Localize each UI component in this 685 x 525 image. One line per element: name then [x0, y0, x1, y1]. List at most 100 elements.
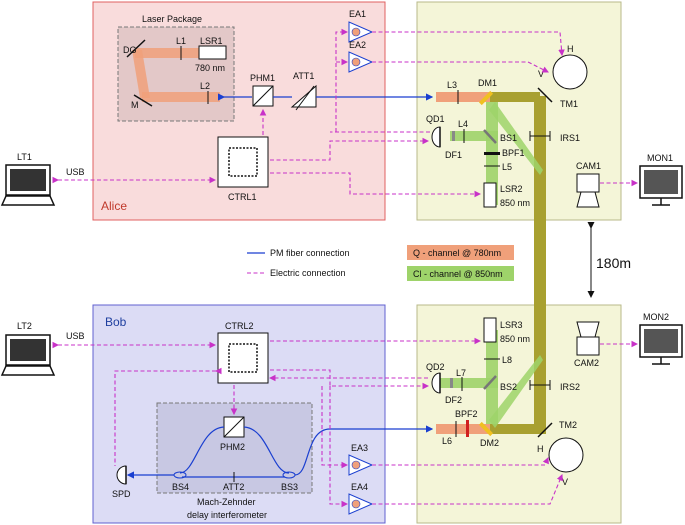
laser-lsr3: [483, 317, 497, 343]
wire-ctrl1-to-ea1: [335, 28, 349, 132]
alice-label: Alice: [101, 199, 127, 213]
wire-ea4-to-v2: [372, 473, 563, 505]
phm1-diagonal: [252, 85, 274, 107]
l1-label: L1: [176, 36, 186, 46]
lsr2-wavelength: 850 nm: [500, 198, 530, 208]
legend-cl-label: Cl - channel @ 850nm: [413, 269, 503, 279]
qd1-label: QD1: [426, 114, 445, 124]
camera-cam2: [576, 336, 600, 356]
lt1-label: LT1: [17, 152, 32, 162]
legend-cl-channel: [407, 266, 514, 281]
cl-channel-bottom: [486, 330, 498, 424]
ctrl2-label: CTRL2: [225, 321, 254, 331]
laser-lsr1: [198, 45, 227, 60]
h1-label: H: [567, 44, 574, 54]
bs2-label: BS2: [500, 382, 517, 392]
tm2-label: TM2: [559, 420, 577, 430]
v1-label: V: [538, 69, 544, 79]
laser-lsr2: [483, 182, 497, 208]
lsr1-wavelength: 780 nm: [195, 63, 225, 73]
laptop-lt1-display: [10, 169, 46, 191]
bpf1-label: BPF1: [502, 148, 525, 158]
laser-beam-lower: [142, 92, 220, 102]
ea4-icon: [351, 499, 361, 509]
filter-df2: [450, 378, 453, 388]
l3-label: L3: [447, 80, 457, 90]
controller-ctrl1: [217, 136, 269, 188]
q-channel-bottom: [436, 424, 490, 434]
beamsplitter-bs2: [483, 375, 497, 390]
cl-channel-h-bottom: [440, 378, 498, 388]
quadrant-detector-qd1: [431, 126, 441, 148]
wire-ctrl1-to-qd1: [270, 137, 430, 161]
ea3-icon: [351, 460, 361, 470]
phm2-label: PHM2: [220, 442, 245, 452]
amplifier-ea4: [348, 493, 374, 515]
monitor-mon2-display: [644, 329, 678, 353]
l5-label: L5: [502, 162, 512, 172]
dm2-label: DM2: [480, 438, 499, 448]
lsr3-label: LSR3: [500, 320, 523, 330]
wire-ctrl2-to-spd: [114, 367, 222, 466]
detector-spd: [116, 465, 127, 485]
bs4-label: BS4: [172, 482, 189, 492]
diffraction-grating: [126, 39, 146, 58]
camera-cam2-lens: [576, 321, 600, 338]
laptop-lt1-base: [0, 195, 56, 206]
cl-channel-diagonal: [489, 102, 543, 175]
q-channel-top: [436, 92, 490, 102]
legend-fiber-label: PM fiber connection: [270, 248, 350, 258]
bob-label: Bob: [105, 315, 127, 329]
wire-ea3-to-h2: [372, 456, 549, 466]
wire-ea1-to-h1: [372, 31, 565, 57]
l7-label: L7: [456, 368, 466, 378]
wire-ea2-to-v1: [372, 61, 549, 73]
cl-channel-diag-bottom: [489, 355, 543, 428]
bs3-label: BS3: [281, 482, 298, 492]
amplifier-ea2: [348, 51, 374, 73]
df2-label: DF2: [445, 395, 462, 405]
camera-cam1-lens: [576, 191, 600, 208]
h2-label: H: [537, 444, 544, 454]
wire-ctrl2-to-ea3: [321, 386, 349, 469]
ctrl2-chip: [228, 343, 258, 373]
combined-beam-bottom: [490, 424, 546, 434]
combined-beam-top: [490, 92, 540, 102]
camera-cam1: [576, 173, 600, 193]
wire-ctrl2-to-qd2: [270, 369, 430, 390]
ea2-label: EA2: [349, 40, 366, 50]
amplifier-ea1: [348, 21, 374, 43]
mon1-label: MON1: [647, 153, 673, 163]
ctrl1-label: CTRL1: [228, 192, 257, 202]
filter-df1: [452, 131, 455, 141]
distance-label: 180m: [596, 255, 631, 271]
controller-ctrl2: [217, 332, 269, 384]
l8-label: L8: [502, 355, 512, 365]
irs1-label: IRS1: [560, 133, 580, 143]
legend-electric-label: Electric connection: [270, 268, 346, 278]
ea2-icon: [351, 57, 361, 67]
lsr3-wavelength: 850 nm: [500, 334, 530, 344]
cam2-label: CAM2: [574, 358, 599, 368]
lsr2-label: LSR2: [500, 184, 523, 194]
dichroic-dm2: [478, 421, 494, 437]
df1-label: DF1: [445, 150, 462, 160]
lt2-label: LT2: [17, 321, 32, 331]
filter-bpf1: [484, 152, 500, 155]
phm1-label: PHM1: [250, 73, 275, 83]
cam1-label: CAM1: [576, 161, 601, 171]
laser-package-label: Laser Package: [142, 14, 202, 24]
usb2-label: USB: [66, 331, 85, 341]
m-label: M: [131, 100, 139, 110]
dg-label: DG: [123, 45, 137, 55]
laser-beam-diagonal: [132, 50, 150, 98]
dichroic-dm1: [478, 90, 494, 106]
v2-label: V: [562, 477, 568, 487]
amplifier-ea3: [348, 454, 374, 476]
spd-label: SPD: [112, 489, 131, 499]
hv-control-2: [548, 437, 584, 473]
fiber-bs3-to-l6: [294, 425, 434, 476]
att1-arrow: [295, 85, 315, 111]
ea4-label: EA4: [351, 482, 368, 492]
